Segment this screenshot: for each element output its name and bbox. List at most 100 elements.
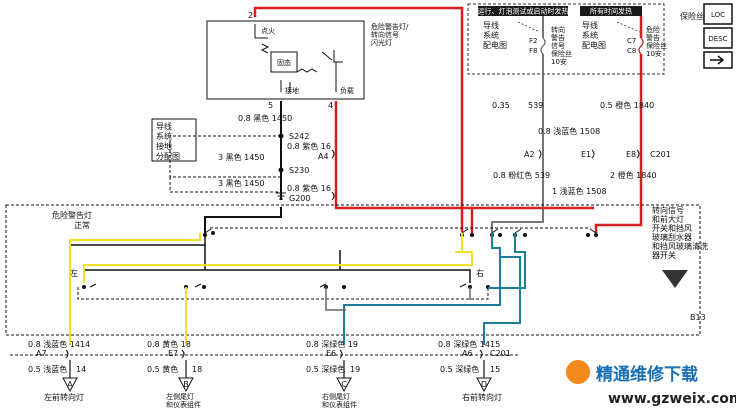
wire-539-top: 539 <box>528 101 543 110</box>
fuse-box-title: 保险丝盒 <box>680 11 712 21</box>
fuse-left-label-3: 信号 <box>551 41 565 50</box>
switch-title-2: 和前大灯 <box>652 214 684 224</box>
watermark-logo-icon <box>566 360 590 384</box>
output-c-conn: E6 <box>326 349 336 358</box>
output-a-label: 左前转向灯 <box>44 392 84 402</box>
flasher-title-3: 闪光灯 <box>371 38 392 47</box>
fuse-header-left <box>478 6 568 16</box>
output-d-letter: D <box>481 380 487 389</box>
output-c-label-2: 和仪表组件 <box>322 400 357 409</box>
output-b-conn: E7 <box>168 349 178 358</box>
fuse-right-label-1: 危险 <box>646 25 660 34</box>
switch-title-1: 转向信号 <box>652 205 684 215</box>
output-a: 0.8 浅蓝色 1414 A7 0.5 浅蓝色 14 A 左前转向灯 <box>28 339 90 402</box>
flasher-pin-5: 5 <box>268 101 273 110</box>
fuse-right-title-3: 配电图 <box>582 40 606 50</box>
pin-f8: F8 <box>529 47 537 55</box>
wire-lightblue-1-1508: 1 浅蓝色 1508 <box>552 186 607 196</box>
output-b-letter: B <box>183 380 189 389</box>
fuse-symbol-right <box>638 37 644 55</box>
connector-arrows <box>331 149 640 201</box>
wire-black <box>204 101 282 233</box>
page-code: B13 <box>690 313 706 322</box>
fuse-left-title-1: 导线 <box>483 20 499 30</box>
output-b-label-2: 和仪表组件 <box>166 400 201 409</box>
wire-orange-1840: 0.5 橙色 1840 <box>600 100 654 110</box>
splice-s242: S242 <box>289 132 309 141</box>
output-d-bottom: 0.5 深绿色 <box>440 364 479 374</box>
switch-box: 危险警告灯 正常 转向信号 和前大灯 开关和挡风 玻璃刮水器 和挡风玻璃清洗 器… <box>5 204 708 336</box>
output-c-pin: 19 <box>350 365 360 374</box>
switch-left-label: 左 <box>70 268 78 278</box>
right-wire-labels: 0.35 539 0.5 橙色 1840 0.8 浅蓝色 1508 A2 E1 … <box>492 100 671 196</box>
switch-title-5: 和挡风玻璃清洗 <box>652 241 708 251</box>
next-arrow-button[interactable] <box>703 51 733 69</box>
wire-red <box>253 6 643 233</box>
connector-a4: A4 <box>318 152 329 161</box>
wire-0-35: 0.35 <box>492 101 510 110</box>
wire-label-black-3-a: 3 黑色 1450 <box>218 152 265 162</box>
output-b-bottom: 0.5 黄色 <box>147 364 178 374</box>
splice-s230: S230 <box>289 166 309 175</box>
switch-title-6: 器开关 <box>652 250 676 260</box>
wire-teal <box>343 233 526 345</box>
flasher-load: 负载 <box>340 86 354 95</box>
wire-gray-bottom <box>325 287 471 311</box>
desc-button-label: DESC <box>708 35 727 43</box>
fuse-right-label-2: 警告 <box>646 33 660 42</box>
ground-dist-4: 分配图 <box>156 152 180 161</box>
ground-g200: G200 <box>289 194 310 203</box>
wire-label-black-1450: 0.8 黑色 1450 <box>238 113 292 123</box>
flasher-solid-state: 固态 <box>277 58 291 67</box>
output-connectors: 0.8 浅蓝色 1414 A7 0.5 浅蓝色 14 A 左前转向灯 0.8 黄… <box>10 270 706 409</box>
desc-button[interactable]: DESC <box>703 27 733 49</box>
switch-right-label: 右 <box>476 268 484 278</box>
output-b-label-1: 左侧尾灯 <box>166 392 194 401</box>
fuse-symbol-left <box>540 37 546 55</box>
output-c-letter: C <box>341 380 347 389</box>
esd-icon <box>662 270 688 288</box>
output-b-top: 0.8 黄色 18 <box>147 339 191 349</box>
watermark-url: www.gzweix.com <box>608 391 736 407</box>
output-c-bottom: 0.5 深绿色 <box>306 364 345 374</box>
output-d-conn: A6 <box>462 349 473 358</box>
switch-title-4: 玻璃刮水器 <box>652 232 692 242</box>
output-d-conn2: C201 <box>490 349 511 358</box>
fuse-header-left-text: 运行、灯泡测试或启动时发热 <box>478 7 569 16</box>
fuse-right-title-2: 系统 <box>582 30 598 40</box>
connector-e1: E1 <box>581 150 591 159</box>
loc-button[interactable]: LOC <box>703 3 733 25</box>
connector-a2: A2 <box>524 150 535 159</box>
output-c-top: 0.8 深绿色 19 <box>306 339 358 349</box>
wire-pink-539: 0.8 粉红色 539 <box>493 170 550 180</box>
connector-c201: C201 <box>650 150 671 159</box>
flasher-module: 2 危险警告灯/ 转向信号 闪光灯 点火 固态 接地 负载 5 4 <box>206 11 409 110</box>
output-a-top: 0.8 浅蓝色 1414 <box>28 339 90 349</box>
flasher-pin-4: 4 <box>328 101 333 110</box>
switch-title-3: 开关和挡风 <box>652 223 692 233</box>
fuse-right-label-4: 10安 <box>646 49 662 58</box>
ground-dist-2: 系统 <box>156 131 172 141</box>
wire-label-purple-16-a: 0.8 紫色 16 <box>287 141 331 151</box>
ground-dist-3: 接地 <box>156 141 172 151</box>
flasher-title-2: 转向信号 <box>371 30 399 39</box>
watermark: 精通维修下载 www.gzweix.com <box>566 360 736 407</box>
pin-c8: C8 <box>627 47 636 55</box>
fuse-left-label-1: 转向 <box>551 25 565 34</box>
fuse-left-title-3: 配电图 <box>483 40 507 50</box>
wire-label-purple-16-b: 0.8 紫色 16 <box>287 183 331 193</box>
output-c: 0.8 深绿色 19 E6 0.5 深绿色 19 C 右侧尾灯 和仪表组件 <box>306 339 360 409</box>
fuse-right-title-1: 导线 <box>582 20 598 30</box>
fuse-left-label-2: 警告 <box>551 33 565 42</box>
connector-e8: E8 <box>626 150 636 159</box>
fuse-box: 运行、灯泡测试或启动时发热 所有时间发热 保险丝盒 导线 系统 配电图 导线 系… <box>467 3 712 75</box>
watermark-text: 精通维修下载 <box>596 364 698 385</box>
flasher-ground: 接地 <box>285 86 299 95</box>
output-b-pin: 18 <box>192 365 202 374</box>
arrow-right-icon <box>710 55 725 65</box>
output-a-pin: 14 <box>76 365 86 374</box>
fuse-right-label-3: 保险丝 <box>646 41 667 50</box>
fuse-left-title-2: 系统 <box>483 30 499 40</box>
fuse-header-right <box>580 6 642 16</box>
